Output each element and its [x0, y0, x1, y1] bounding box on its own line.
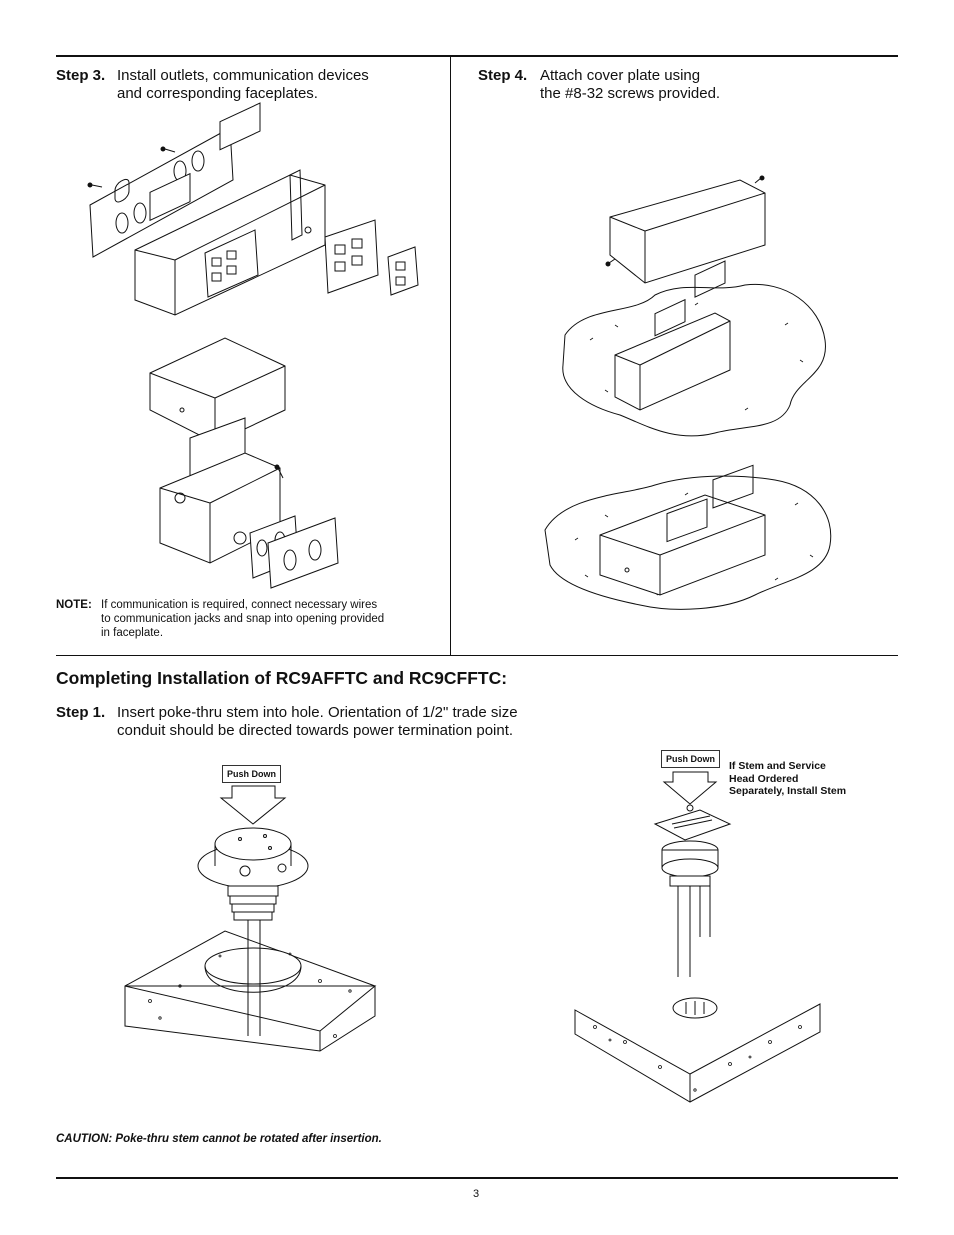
caution-text: CAUTION: Poke-thru stem cannot be rotate… [56, 1133, 382, 1145]
stem-callout-line-3: Separately, Install Stem [729, 785, 847, 797]
section-rule [56, 655, 898, 656]
bottom-rule [56, 1177, 898, 1179]
top-rule [56, 55, 898, 57]
stem-callout: If Stem and Service Head Ordered Separat… [729, 760, 846, 798]
step-1-line-2: conduit should be directed towards power… [117, 722, 514, 739]
step-4-line-2: the #8-32 screws provided. [540, 85, 721, 102]
stem-install-illustration [570, 772, 830, 1107]
step-4-label: Step 4. [478, 67, 528, 84]
note-label: NOTE: [56, 599, 92, 611]
push-down-label-left: Push Down [222, 765, 281, 783]
exploded-outlet-box-illustration [80, 125, 420, 325]
push-down-label-right: Push Down [661, 750, 720, 768]
step-3-label: Step 3. [56, 67, 106, 84]
column-divider [450, 56, 451, 656]
note-line-2: to communication jacks and snap into ope… [101, 613, 385, 625]
step-1-label: Step 1. [56, 704, 106, 721]
page-number: 3 [473, 1188, 480, 1200]
stem-callout-line-1: If Stem and Service [729, 760, 826, 772]
step-4-line-1: Attach cover plate using [540, 67, 701, 84]
section-title: Completing Installation of RC9AFFTC and … [56, 668, 508, 688]
step-3-line-1: Install outlets, communication devices [117, 67, 369, 84]
note-line-1: If communication is required, connect ne… [101, 599, 378, 611]
stem-callout-line-2: Head Ordered [729, 772, 799, 785]
cover-plate-and-floor-box-illustration [545, 175, 835, 615]
step-1-line-1: Insert poke-thru stem into hole. Orienta… [117, 704, 518, 721]
step-3-line-2: and corresponding faceplates. [117, 85, 318, 102]
poke-thru-insertion-illustration [120, 786, 390, 1066]
note-line-3: in faceplate. [101, 627, 164, 639]
box-with-cover-illustration [150, 338, 350, 588]
